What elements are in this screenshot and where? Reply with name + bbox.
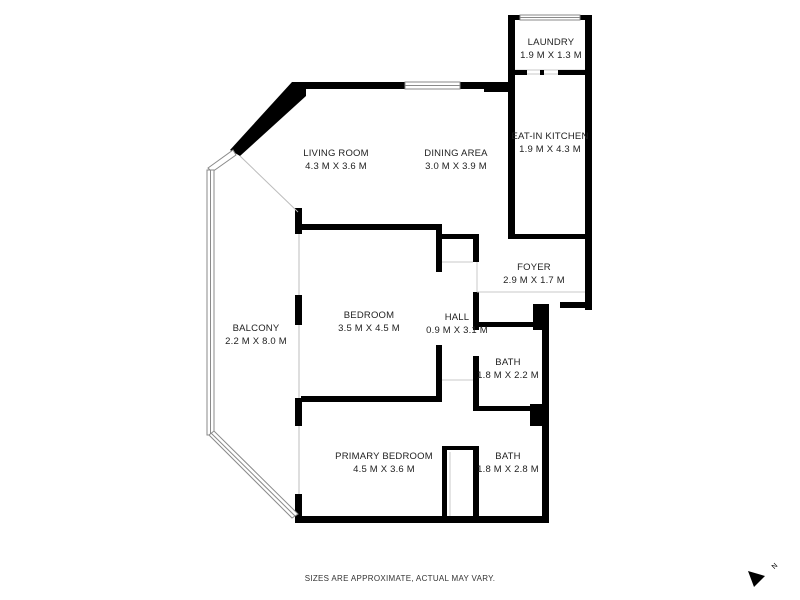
balcony-name: BALCONY [233,323,280,334]
bath-lower-size: 1.8 M X 2.8 M [477,464,539,475]
windows [206,14,581,519]
balcony-outline [239,155,300,494]
laundry-divider [515,70,585,75]
bedroom-size: 3.5 M X 4.5 M [338,323,400,334]
dining-area-name: DINING AREA [424,148,488,159]
primary-bedroom-size: 4.5 M X 3.6 M [353,464,415,475]
hall-size: 0.9 M X 3.1 M [426,325,488,336]
primary-bedroom-name: PRIMARY BEDROOM [335,451,433,462]
north-arrow-icon: N [748,562,779,587]
bath-upper-name: BATH [495,357,520,368]
living-room-size: 4.3 M X 3.6 M [305,161,367,172]
north-letter: N [771,562,780,571]
hall-name: HALL [445,312,470,323]
kitchen-name: EAT-IN KITCHEN [511,131,588,142]
disclaimer-text: SIZES ARE APPROXIMATE, ACTUAL MAY VARY. [304,574,496,583]
foyer-name: FOYER [517,262,551,273]
bedroom-name: BEDROOM [344,310,395,321]
dining-area-size: 3.0 M X 3.9 M [425,161,487,172]
bath-lower-name: BATH [495,451,520,462]
room-labels: LAUNDRY 1.9 M X 1.3 M EAT-IN KITCHEN 1.9… [225,37,588,475]
exterior-walls [230,15,592,523]
kitchen-size: 1.9 M X 4.3 M [519,144,581,155]
foyer-size: 2.9 M X 1.7 M [503,275,565,286]
balcony-size: 2.2 M X 8.0 M [225,336,287,347]
laundry-size: 1.9 M X 1.3 M [520,50,582,61]
laundry-name: LAUNDRY [528,37,575,48]
interior-walls [301,224,592,523]
bath-upper-size: 1.8 M X 2.2 M [477,370,539,381]
living-room-name: LIVING ROOM [303,148,369,159]
